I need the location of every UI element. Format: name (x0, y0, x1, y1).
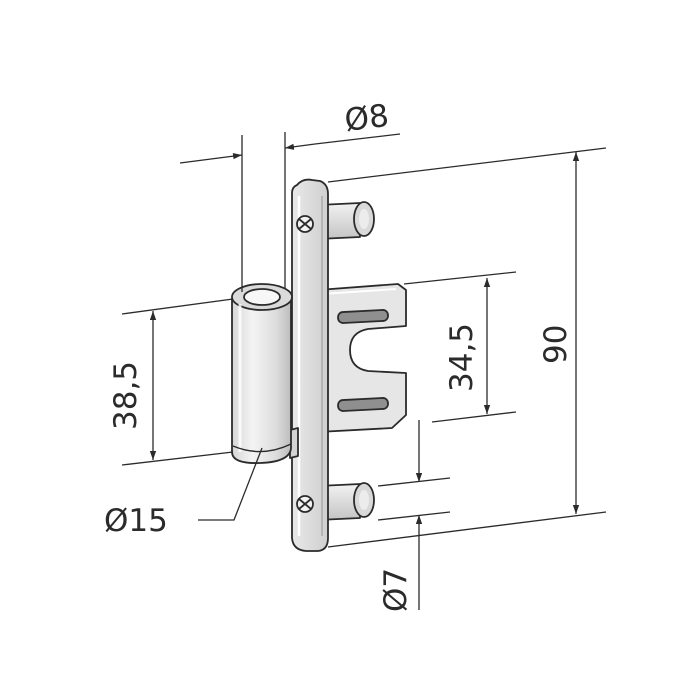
sleeve-height-label: 38,5 (108, 361, 144, 430)
upper-slot (337, 309, 389, 324)
sleeve-diameter-label: Ø15 (104, 503, 168, 539)
top-screw-icon (296, 215, 314, 233)
fixing-plate (317, 283, 407, 433)
hinge-sleeve (231, 283, 293, 464)
pin-diameter-label: Ø8 (343, 98, 391, 139)
lower-slot (337, 397, 389, 412)
stud-diameter-label: Ø7 (378, 568, 414, 612)
plate-height-label: 34,5 (444, 323, 480, 392)
dimension-lines (121, 132, 607, 610)
bottom-screw-icon (296, 495, 314, 513)
hinge-body (231, 178, 407, 552)
mounting-plate (291, 178, 329, 552)
total-height-label: 90 (538, 325, 574, 364)
